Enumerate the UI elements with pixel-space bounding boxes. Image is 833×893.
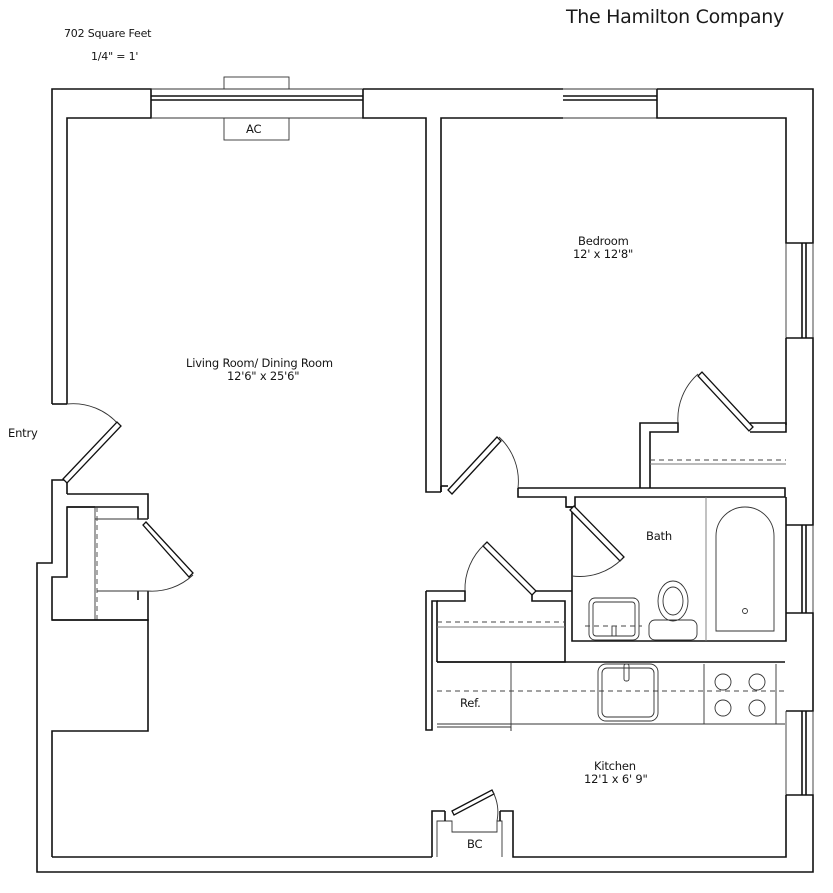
bedroom-closet	[639, 371, 787, 488]
bedroom-size: 12' x 12'8"	[573, 247, 634, 261]
living-room-size: 12'6" x 25'6"	[227, 369, 300, 383]
kitchen-counter	[437, 661, 785, 731]
hall-closet	[425, 541, 572, 731]
square-footage: 702 Square Feet	[64, 27, 152, 40]
entry-door	[52, 403, 122, 484]
bath-name: Bath	[646, 529, 672, 543]
bath-room	[566, 497, 787, 642]
scale-note: 1/4" = 1'	[91, 50, 139, 63]
company-name: The Hamilton Company	[566, 6, 784, 28]
ref-label: Ref.	[460, 696, 481, 710]
bedroom-name: Bedroom	[578, 234, 629, 248]
coat-closet	[52, 493, 194, 621]
bedroom-door	[440, 436, 786, 508]
living-room-name: Living Room/ Dining Room	[186, 356, 333, 370]
bc-label: BC	[467, 837, 483, 851]
kitchen-size: 12'1 x 6' 9"	[584, 772, 648, 786]
bc-closet-door	[444, 789, 501, 822]
exterior-walls	[36, 76, 814, 873]
entry-label: Entry	[8, 426, 38, 440]
ac-label: AC	[246, 122, 262, 136]
kitchen-name: Kitchen	[594, 759, 636, 773]
